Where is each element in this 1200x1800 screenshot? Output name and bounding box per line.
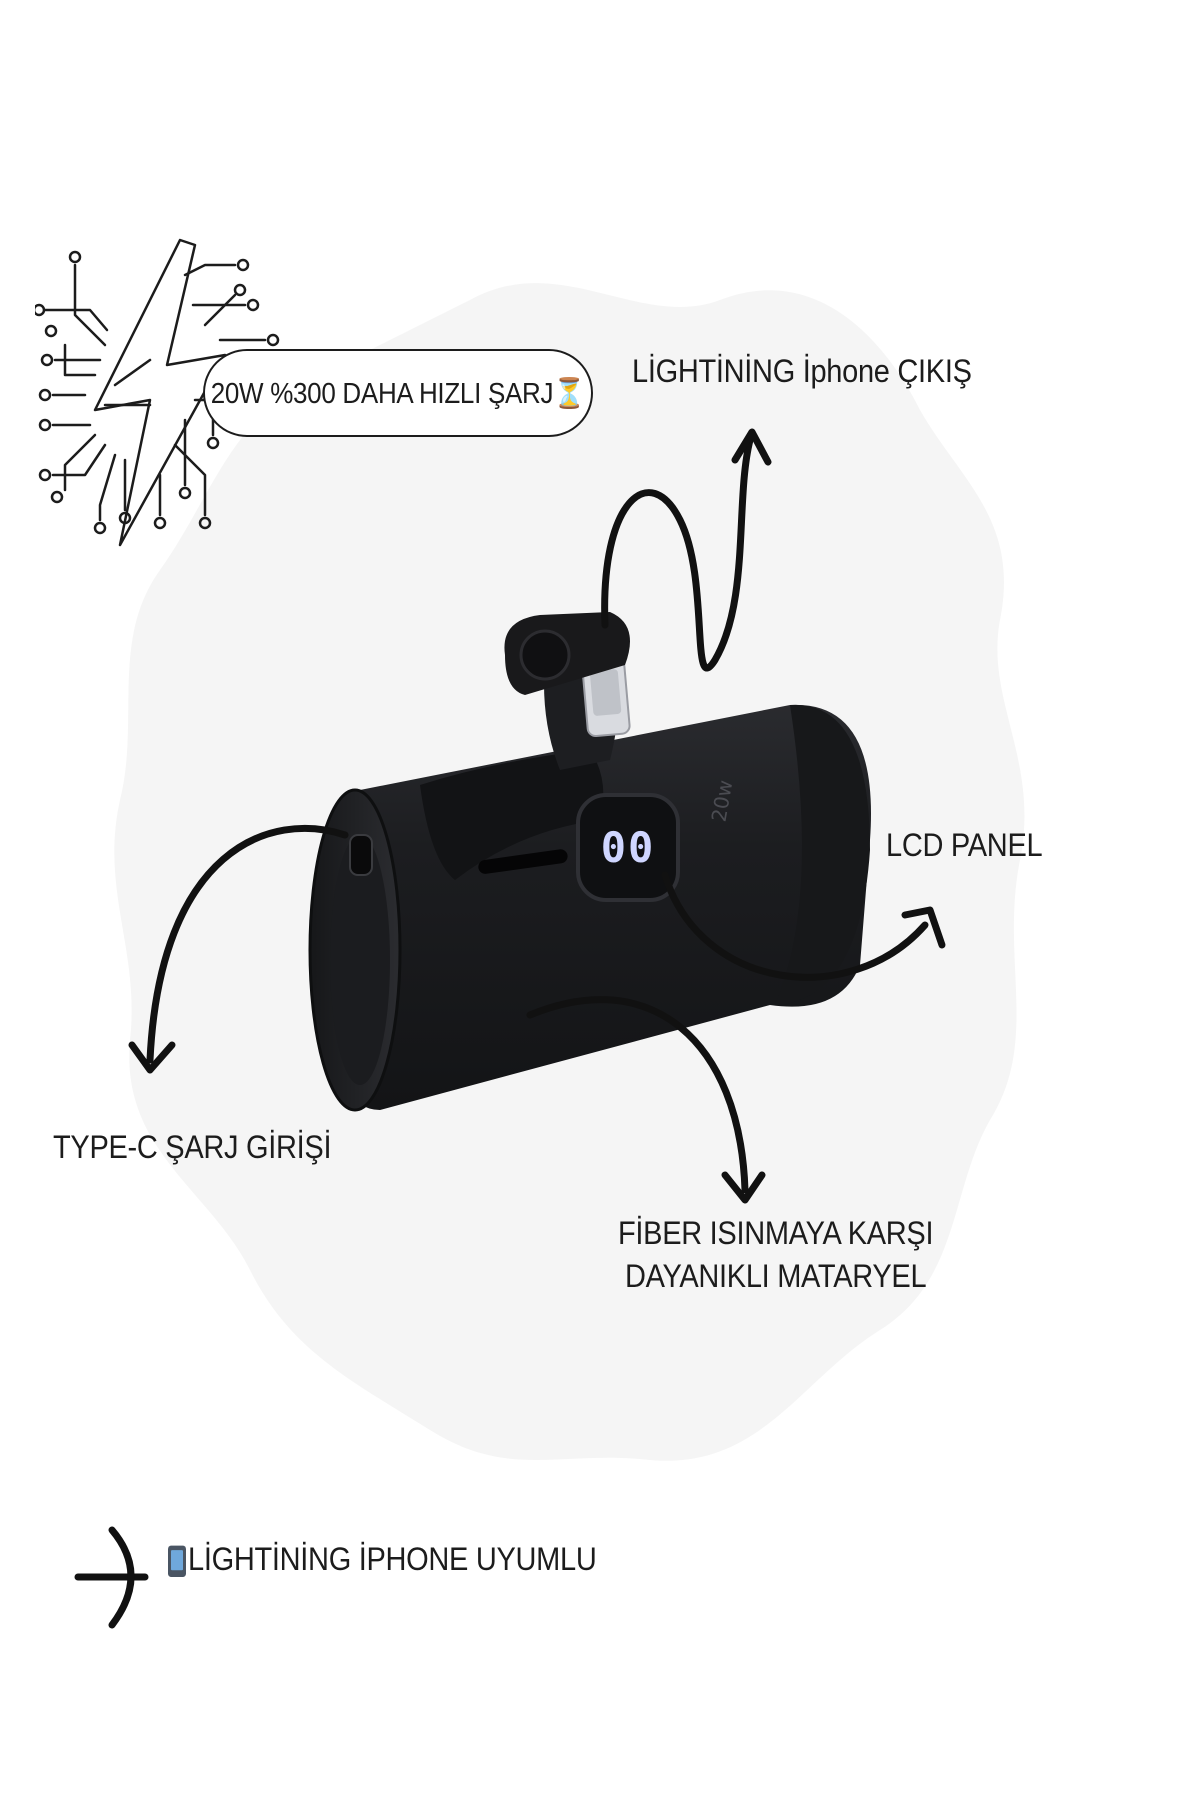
fiber-material-label: FİBER ISINMAYA KARŞI DAYANIKLI MATARYEL — [618, 1214, 934, 1298]
fiber-material-line1: FİBER ISINMAYA KARŞI — [618, 1216, 934, 1253]
fiber-arrow — [526, 996, 749, 1194]
lcd-panel-label: LCD PANEL — [886, 828, 1043, 865]
lightning-arrow — [601, 436, 754, 672]
lcd-arrow — [661, 871, 929, 981]
typec-arrow — [146, 825, 349, 1064]
typec-input-label: TYPE-C ŞARJ GİRİŞİ — [53, 1130, 332, 1167]
compatibility-text: LİGHTİNİNG İPHONE UYUMLU — [188, 1542, 597, 1579]
fast-charge-badge: 20W %300 DAHA HIZLI ŞARJ⏳ — [203, 349, 593, 437]
fast-charge-badge-text: 20W %300 DAHA HIZLI ŞARJ⏳ — [210, 375, 586, 410]
mobile-phone-arrow-icon — [168, 1545, 186, 1577]
fiber-material-line2: DAYANIKLI MATARYEL — [624, 1258, 927, 1295]
compatibility-label: LİGHTİNİNG İPHONE UYUMLU — [168, 1540, 597, 1582]
right-arrow-icon — [74, 1526, 149, 1629]
lightning-output-label: LİGHTİNİNG İphone ÇIKIŞ — [632, 354, 972, 391]
lcd-display-value: 00 — [601, 823, 656, 872]
typec-port — [349, 834, 373, 876]
